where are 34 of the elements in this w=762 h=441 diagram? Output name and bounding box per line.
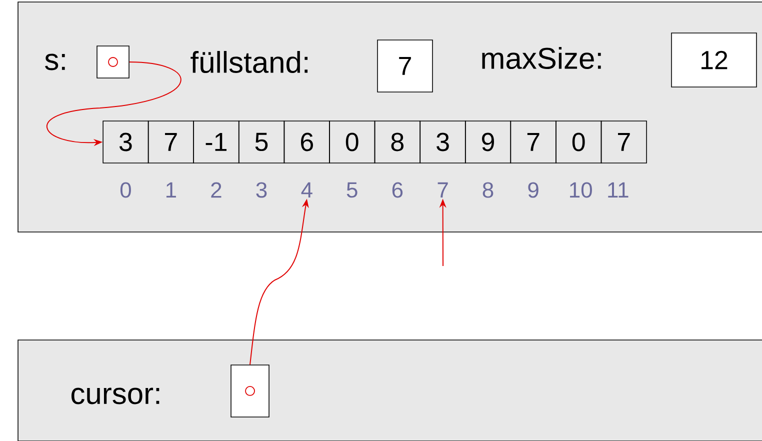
panel (18, 340, 762, 441)
array-cell: 7 (510, 120, 556, 164)
panel (18, 2, 762, 232)
array-cell: 5 (238, 120, 285, 164)
pointer-box (230, 364, 270, 418)
array-index: 1 (166, 182, 176, 198)
pointer-box (96, 46, 130, 78)
array-index: 3 (256, 182, 267, 198)
value-box: 12 (671, 32, 757, 88)
field-label: maxSize: (482, 46, 601, 69)
array-index: 5 (346, 182, 358, 198)
array-index: 0 (120, 182, 131, 198)
array-index: 8 (482, 182, 494, 198)
array-cell: 0 (329, 120, 376, 164)
array-index: 10 (570, 182, 592, 198)
array-cell: -1 (193, 120, 240, 164)
array-index: 9 (528, 182, 538, 198)
array-index: 7 (438, 182, 448, 198)
field-label: cursor: (71, 388, 160, 404)
array-cell: 9 (464, 120, 512, 164)
array-index: 4 (301, 182, 312, 198)
array-cell: 8 (374, 120, 420, 164)
array-cell: 7 (148, 120, 194, 164)
array-cell: 7 (600, 120, 647, 164)
array-index: 11 (608, 182, 628, 198)
array-cell: 0 (556, 120, 602, 164)
value-box: 7 (377, 40, 433, 92)
array-cell: 3 (420, 120, 466, 164)
array-cell: 6 (284, 120, 330, 164)
field-label: füllstand: (190, 50, 308, 73)
array-cell: 3 (102, 120, 149, 164)
array-index: 2 (211, 182, 222, 198)
array-index: 6 (392, 182, 403, 198)
field-label: s: (45, 54, 65, 70)
